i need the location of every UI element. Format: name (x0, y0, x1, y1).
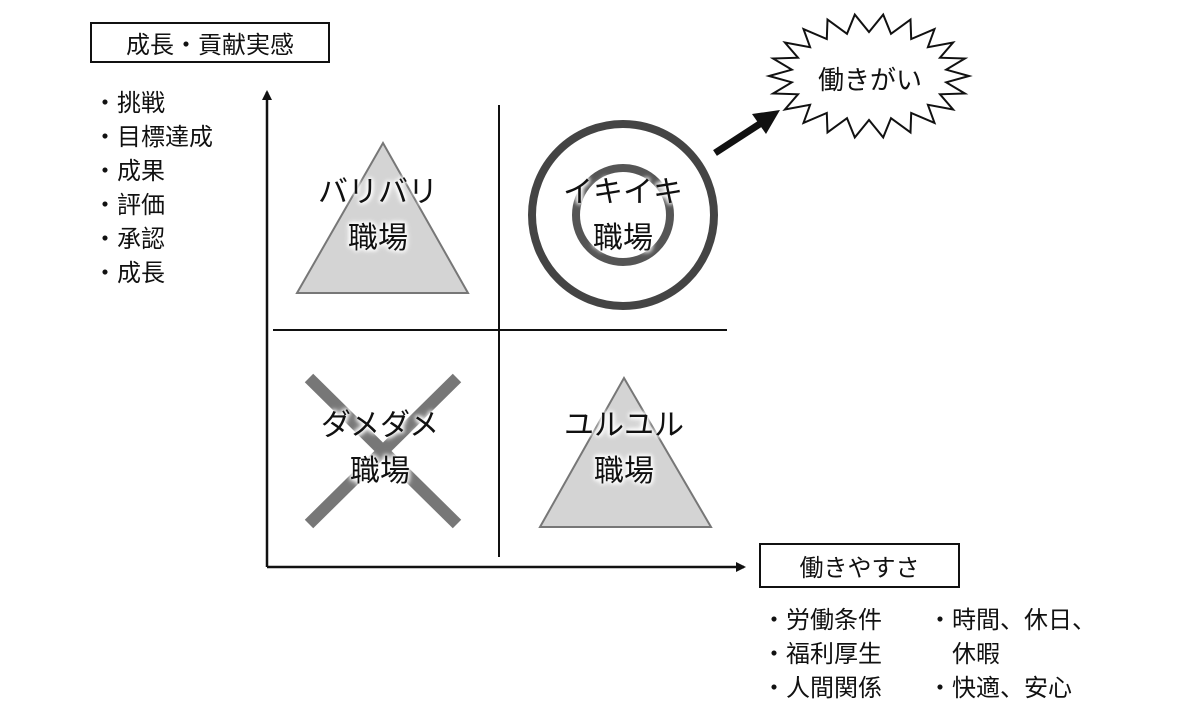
list-item: ・時間、休日、 (928, 606, 1096, 634)
list-item: ・人間関係 (762, 674, 882, 702)
circle-outer (528, 120, 718, 310)
x-mark-2 (304, 373, 462, 529)
x-axis-items-col1: ・労働条件 ・福利厚生 ・人間関係 (762, 603, 882, 705)
quadrant-name: ダメダメ (320, 408, 440, 443)
y-axis-label-box: 成長・貢献実感 (90, 22, 330, 63)
list-item: ・成果 (93, 157, 165, 185)
list-item: ・労働条件 (762, 606, 882, 634)
list-item: ・評価 (93, 191, 165, 219)
list-item: ・目標達成 (93, 123, 213, 151)
list-item: ・快適、安心 (928, 674, 1072, 702)
burst-label: 働きがい (817, 66, 922, 96)
quadrant-suffix: 職場 (594, 454, 654, 489)
circle-inner (572, 164, 674, 266)
quadrant-bottom-left-label: ダメダメ 職場 (280, 403, 480, 495)
quadrant-suffix: 職場 (593, 221, 653, 256)
x-axis-label: 働きやすさ (799, 554, 920, 582)
quadrant-top-right-label: イキイキ 職場 (523, 170, 723, 262)
y-axis-items: ・挑戦 ・目標達成 ・成果 ・評価 ・承認 ・成長 (93, 86, 213, 290)
arrow-head-icon (752, 110, 780, 134)
x-axis-label-box: 働きやすさ (759, 543, 960, 588)
quadrant-suffix: 職場 (348, 221, 408, 256)
triangle-top-left (295, 140, 470, 294)
quadrant-name: バリバリ (318, 175, 438, 210)
list-item: ・成長 (93, 259, 165, 287)
list-item: ・挑戦 (93, 89, 165, 117)
quadrant-top-left-label: バリバリ 職場 (278, 170, 478, 262)
quadrant-name: ユルユル (564, 408, 684, 443)
starburst (765, 12, 973, 140)
quadrant-bottom-right-label: ユルユル 職場 (524, 403, 724, 495)
list-item: 休暇 (928, 640, 1000, 668)
x-axis-items-col2: ・時間、休日、 休暇 ・快適、安心 (928, 603, 1096, 705)
quadrant-name: イキイキ (563, 175, 683, 210)
quadrant-suffix: 職場 (350, 454, 410, 489)
list-item: ・承認 (93, 225, 165, 253)
y-axis-label: 成長・貢献実感 (126, 31, 294, 59)
list-item: ・福利厚生 (762, 640, 882, 668)
triangle-bottom-right (538, 375, 713, 528)
